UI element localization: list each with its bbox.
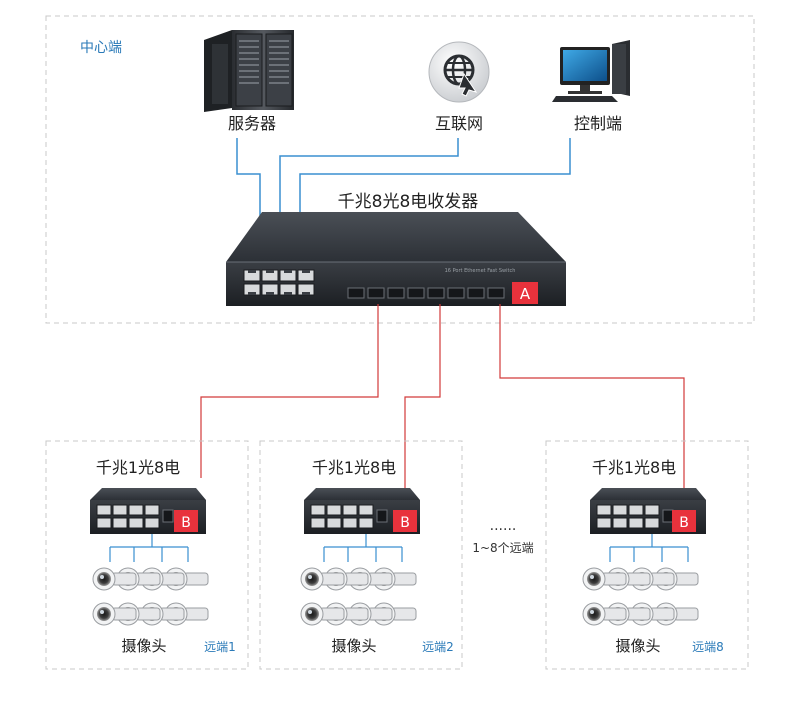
remote-8-badge: B <box>679 515 689 531</box>
main-sfp-ports <box>347 287 505 299</box>
center-zone-label: 中心端 <box>80 40 122 56</box>
main-badge: A <box>520 285 531 303</box>
remote-8-camera-label: 摄像头 <box>615 637 660 655</box>
remote-1-device-label: 千兆1光8电 <box>96 458 180 477</box>
main-badge-box <box>512 282 538 304</box>
remote-zone-8 <box>545 440 749 670</box>
remote-8-remote-label: 远端8 <box>692 640 724 654</box>
remote-zone-1 <box>45 440 249 670</box>
main-switch-device: 16 Port Ethernet Fast Switch <box>226 212 566 306</box>
camera-icon <box>582 602 627 626</box>
remote-2-device <box>304 488 420 534</box>
camera-icon <box>92 567 137 591</box>
remote-1-device <box>90 488 206 534</box>
main-device-label: 千兆8光8电收发器 <box>338 192 479 212</box>
camera-icon <box>92 602 137 626</box>
remote-8-cameras <box>582 567 699 626</box>
camera-icon <box>582 567 627 591</box>
remote-1-camera-label: 摄像头 <box>121 637 166 655</box>
remote-2-cameras <box>300 567 417 626</box>
main-rj45-ports <box>243 269 315 296</box>
middle-range-label: 1~8个远端 <box>472 541 533 555</box>
control-label: 控制端 <box>574 114 622 133</box>
server-rack-icon <box>204 30 294 112</box>
internet-globe-icon <box>428 41 490 103</box>
camera-icon <box>300 567 345 591</box>
main-panel-text: 16 Port Ethernet Fast Switch <box>445 268 516 274</box>
remote-8-device-label: 千兆1光8电 <box>592 458 676 477</box>
remote-2-remote-label: 远端2 <box>422 640 454 654</box>
control-computer-icon <box>552 40 630 102</box>
remote-1-badge: B <box>181 515 191 531</box>
fiber-cables <box>200 304 685 500</box>
middle-dots: ...... <box>490 518 517 534</box>
remote-2-badge: B <box>400 515 410 531</box>
internet-label: 互联网 <box>435 114 483 133</box>
remote-8-device <box>590 488 706 534</box>
server-label: 服务器 <box>228 114 276 133</box>
remote-2-device-label: 千兆1光8电 <box>312 458 396 477</box>
remote-1-remote-label: 远端1 <box>204 640 236 654</box>
camera-icon <box>300 602 345 626</box>
center-zone-border <box>45 15 755 324</box>
remote-2-camera-label: 摄像头 <box>331 637 376 655</box>
remote-zone-2 <box>259 440 463 670</box>
remote-1-cameras <box>92 567 209 626</box>
camera-links <box>109 534 689 562</box>
